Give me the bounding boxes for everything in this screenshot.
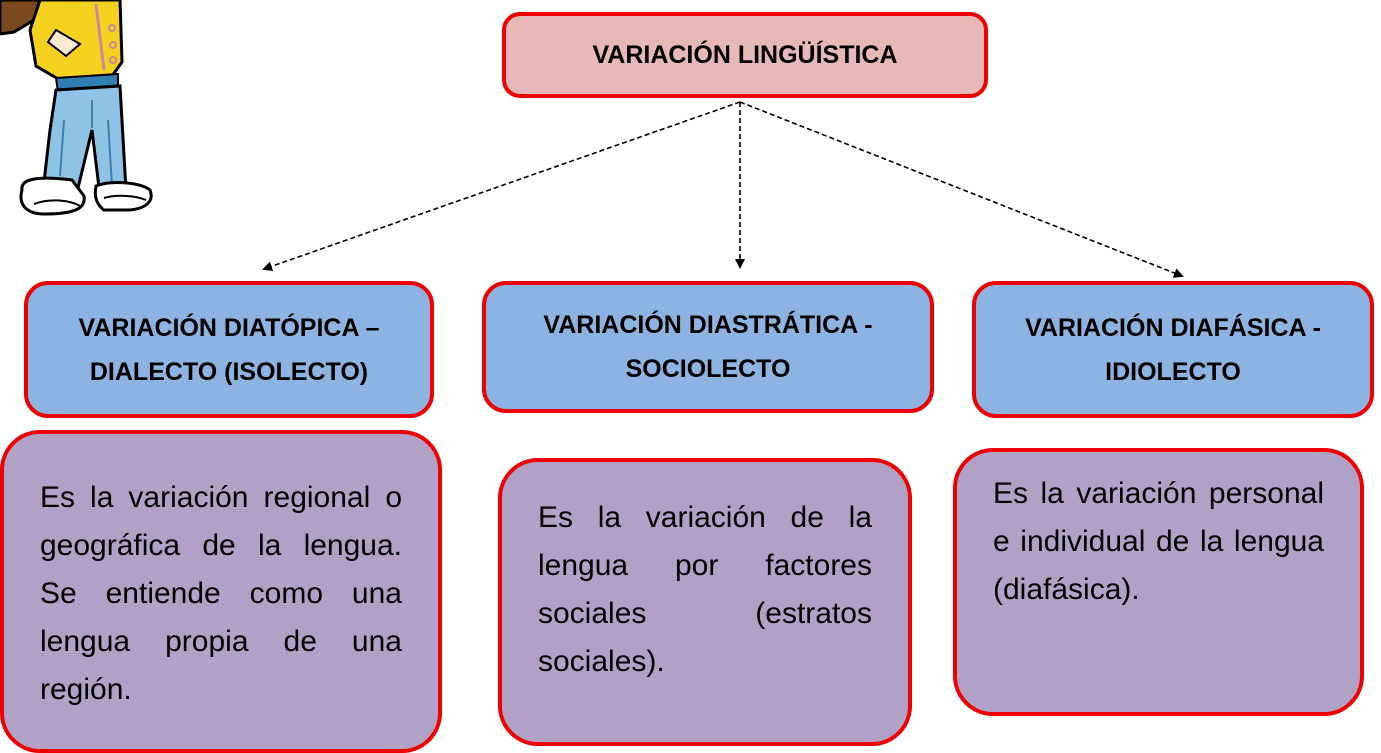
description-node-diatopica: Es la variación regional o geográfica de… [0, 430, 442, 753]
category-description: Es la variación de la lengua por factore… [538, 501, 872, 678]
connector-right [739, 101, 1184, 278]
category-node-diatopica: VARIACIÓN DIATÓPICA – DIALECTO (ISOLECTO… [24, 281, 434, 418]
category-heading: VARIACIÓN DIAFÁSICA - IDIOLECTO [1025, 313, 1321, 386]
category-heading: VARIACIÓN DIATÓPICA – DIALECTO (ISOLECTO… [78, 313, 380, 386]
category-node-diastratica: VARIACIÓN DIASTRÁTICA - SOCIOLECTO [482, 281, 934, 413]
description-node-diastratica: Es la variación de la lengua por factore… [498, 458, 912, 746]
description-node-diafasica: Es la variación personal e individual de… [953, 448, 1364, 716]
category-heading: VARIACIÓN DIASTRÁTICA - SOCIOLECTO [543, 311, 873, 383]
root-title: VARIACIÓN LINGÜÍSTICA [592, 40, 898, 69]
category-node-diafasica: VARIACIÓN DIAFÁSICA - IDIOLECTO [972, 281, 1374, 418]
connector-left [262, 101, 741, 272]
cartoon-kid-illustration [0, 0, 153, 216]
category-description: Es la variación personal e individual de… [993, 477, 1324, 606]
category-description: Es la variación regional o geográfica de… [40, 481, 402, 706]
root-node: VARIACIÓN LINGÜÍSTICA [502, 12, 988, 98]
